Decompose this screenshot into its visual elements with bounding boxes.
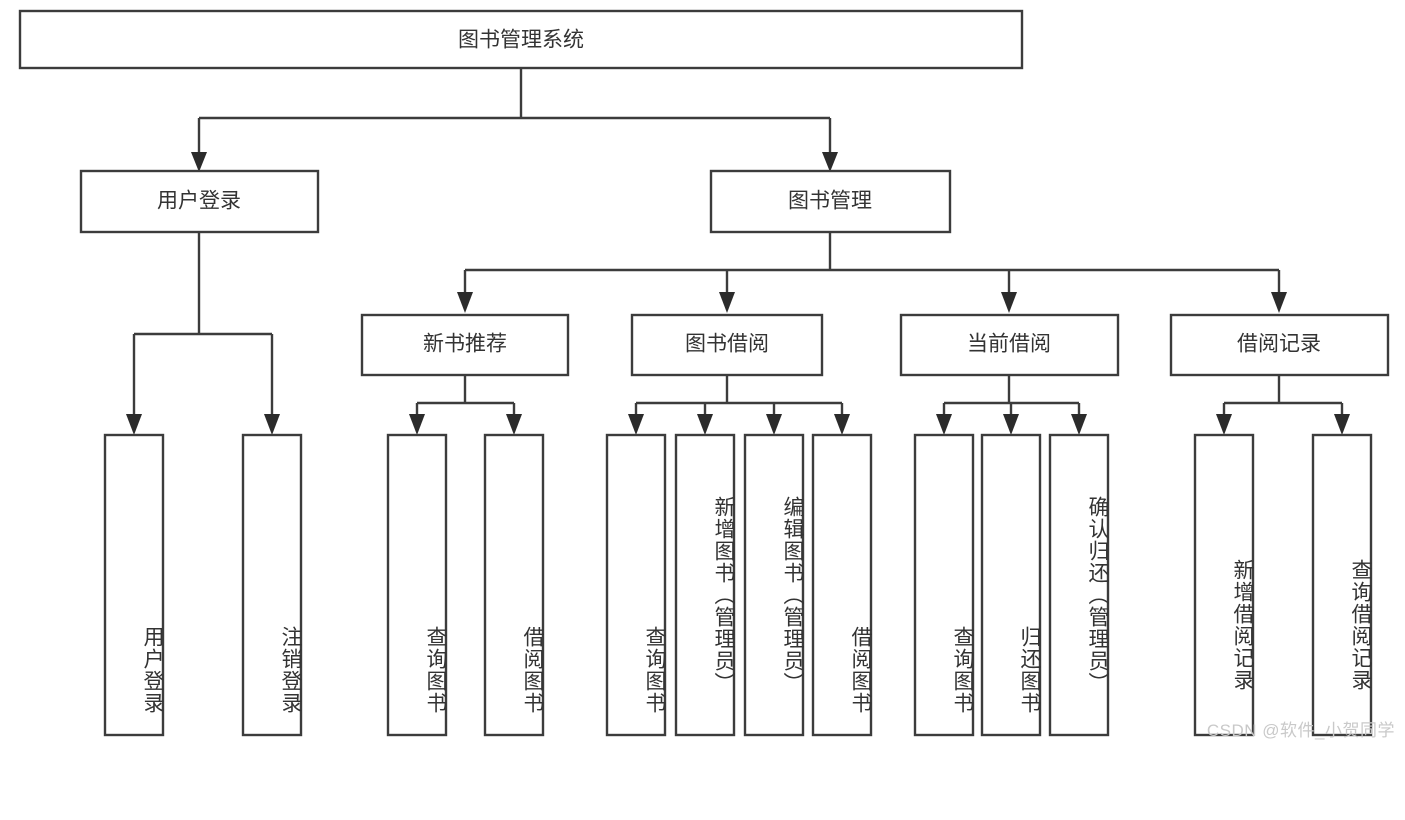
arrowhead-leaf-borrow-book-1 — [506, 414, 522, 435]
node-current-borrow[interactable]: 当前借阅 — [899, 313, 1120, 377]
node-root-box[interactable] — [18, 9, 1024, 70]
node-borrow-record-label: 借阅记录 — [1237, 333, 1321, 356]
node-book-borrow[interactable]: 图书借阅 — [630, 313, 824, 377]
leaf-box-layer — [103, 433, 1373, 737]
connector-layer — [126, 68, 1350, 435]
node-leaf-query-book-1-box[interactable] — [386, 433, 448, 737]
node-leaf-borrow-book-1-box[interactable] — [483, 433, 545, 737]
arrowhead-leaf-query-book-1 — [409, 414, 425, 435]
node-leaf-return-book-box[interactable] — [980, 433, 1042, 737]
node-leaf-user-login-box[interactable] — [103, 433, 165, 737]
arrowhead-leaf-add-book — [697, 414, 713, 435]
node-user-login-label: 用户登录 — [157, 190, 241, 213]
arrowhead-leaf-borrow-book-2 — [834, 414, 850, 435]
node-new-book-rec[interactable]: 新书推荐 — [360, 313, 570, 377]
arrowhead-book-manage — [822, 152, 838, 172]
node-leaf-add-record-box[interactable] — [1193, 433, 1255, 737]
node-root-label: 图书管理系统 — [458, 29, 584, 52]
node-leaf-edit-book-box[interactable] — [743, 433, 805, 737]
node-book-manage-label: 图书管理 — [788, 190, 872, 213]
node-root[interactable]: 图书管理系统 — [18, 9, 1024, 70]
node-leaf-confirm-return-box[interactable] — [1048, 433, 1110, 737]
arrowhead-current-borrow — [1001, 292, 1017, 313]
tree-diagram-svg: 图书管理系统 用户登录 图书管理 新书推荐 图书借阅 当前借阅 借阅记录 — [18, 9, 1390, 737]
node-current-borrow-label: 当前借阅 — [967, 333, 1051, 356]
arrowhead-leaf-logout — [264, 414, 280, 435]
arrowhead-leaf-add-record — [1216, 414, 1232, 435]
node-leaf-query-record-box[interactable] — [1311, 433, 1373, 737]
arrowhead-user-login — [191, 152, 207, 172]
node-new-book-rec-label: 新书推荐 — [423, 333, 507, 356]
node-book-manage-box[interactable] — [709, 169, 952, 234]
arrowhead-leaf-return-book — [1003, 414, 1019, 435]
diagram-canvas: 图书管理系统 用户登录 图书管理 新书推荐 图书借阅 当前借阅 借阅记录 — [18, 9, 1395, 740]
node-leaf-query-book-2-box[interactable] — [605, 433, 667, 737]
node-book-manage[interactable]: 图书管理 — [709, 169, 952, 234]
arrowhead-leaf-edit-book — [766, 414, 782, 435]
node-book-borrow-label: 图书借阅 — [685, 333, 769, 356]
node-leaf-logout-box[interactable] — [241, 433, 303, 737]
arrowhead-leaf-query-book-3 — [936, 414, 952, 435]
node-current-borrow-box[interactable] — [899, 313, 1120, 377]
arrowhead-leaf-user-login — [126, 414, 142, 435]
arrowhead-new-book-rec — [457, 292, 473, 313]
node-leaf-borrow-book-2-box[interactable] — [811, 433, 873, 737]
node-new-book-rec-box[interactable] — [360, 313, 570, 377]
node-user-login[interactable]: 用户登录 — [79, 169, 320, 234]
arrowhead-leaf-query-book-2 — [628, 414, 644, 435]
node-borrow-record-box[interactable] — [1169, 313, 1390, 377]
arrowhead-leaf-query-record — [1334, 414, 1350, 435]
node-leaf-add-book-box[interactable] — [674, 433, 736, 737]
node-user-login-box[interactable] — [79, 169, 320, 234]
arrowhead-book-borrow — [719, 292, 735, 313]
csdn-watermark: CSDN @软件_小贺同学 — [1206, 721, 1395, 740]
arrowhead-leaf-confirm-return — [1071, 414, 1087, 435]
node-book-borrow-box[interactable] — [630, 313, 824, 377]
arrowhead-borrow-record — [1271, 292, 1287, 313]
node-borrow-record[interactable]: 借阅记录 — [1169, 313, 1390, 377]
node-leaf-query-book-3-box[interactable] — [913, 433, 975, 737]
